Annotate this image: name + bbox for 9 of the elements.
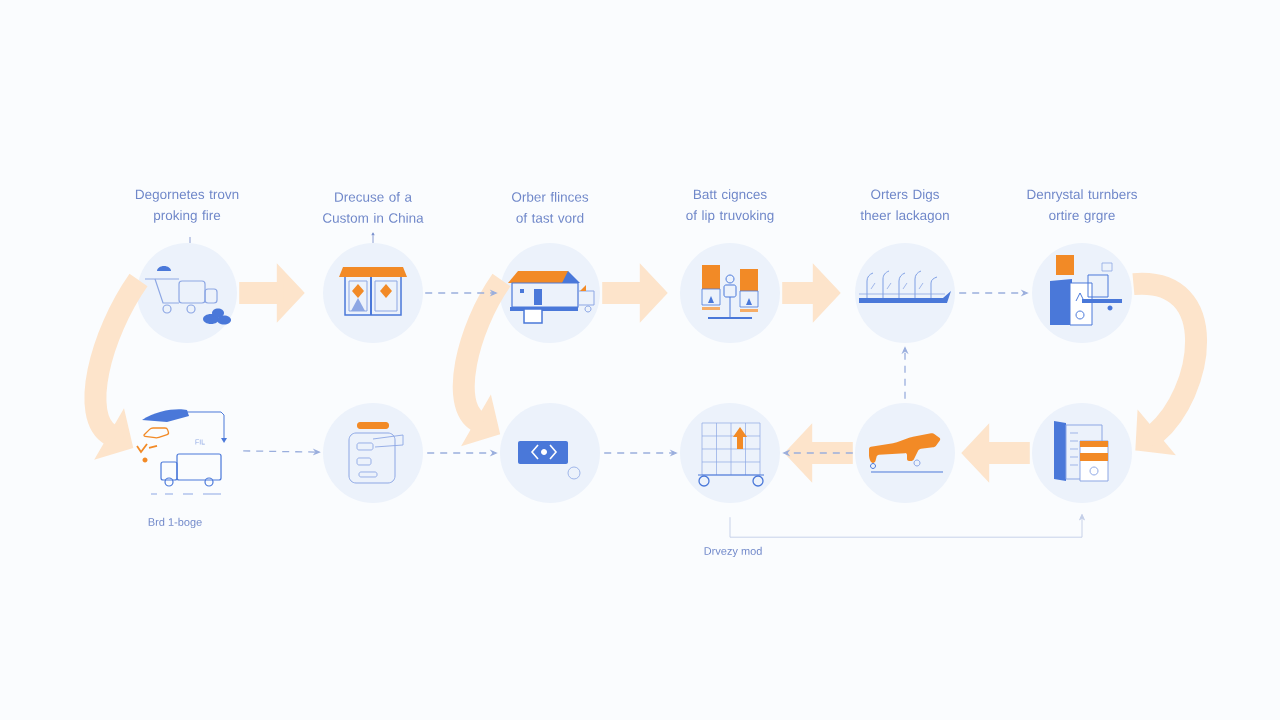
arrow [729, 513, 1085, 538]
step-heading: Degornetes trovn proking fire [135, 189, 239, 223]
step-heading: Drecuse of a Custom in China [323, 191, 424, 223]
step-heading: Orters Digs theer lackagon [860, 189, 949, 223]
step-heading: Batt cignces of lip truvoking [686, 189, 774, 223]
step-heading: Orber flinces of tast vord [512, 191, 589, 223]
node-label: Brd 1-boge [148, 517, 202, 529]
edge-label: Drvezy mod [702, 545, 764, 559]
step-heading: Denrystal turnbers ortire grgre [1027, 189, 1137, 223]
